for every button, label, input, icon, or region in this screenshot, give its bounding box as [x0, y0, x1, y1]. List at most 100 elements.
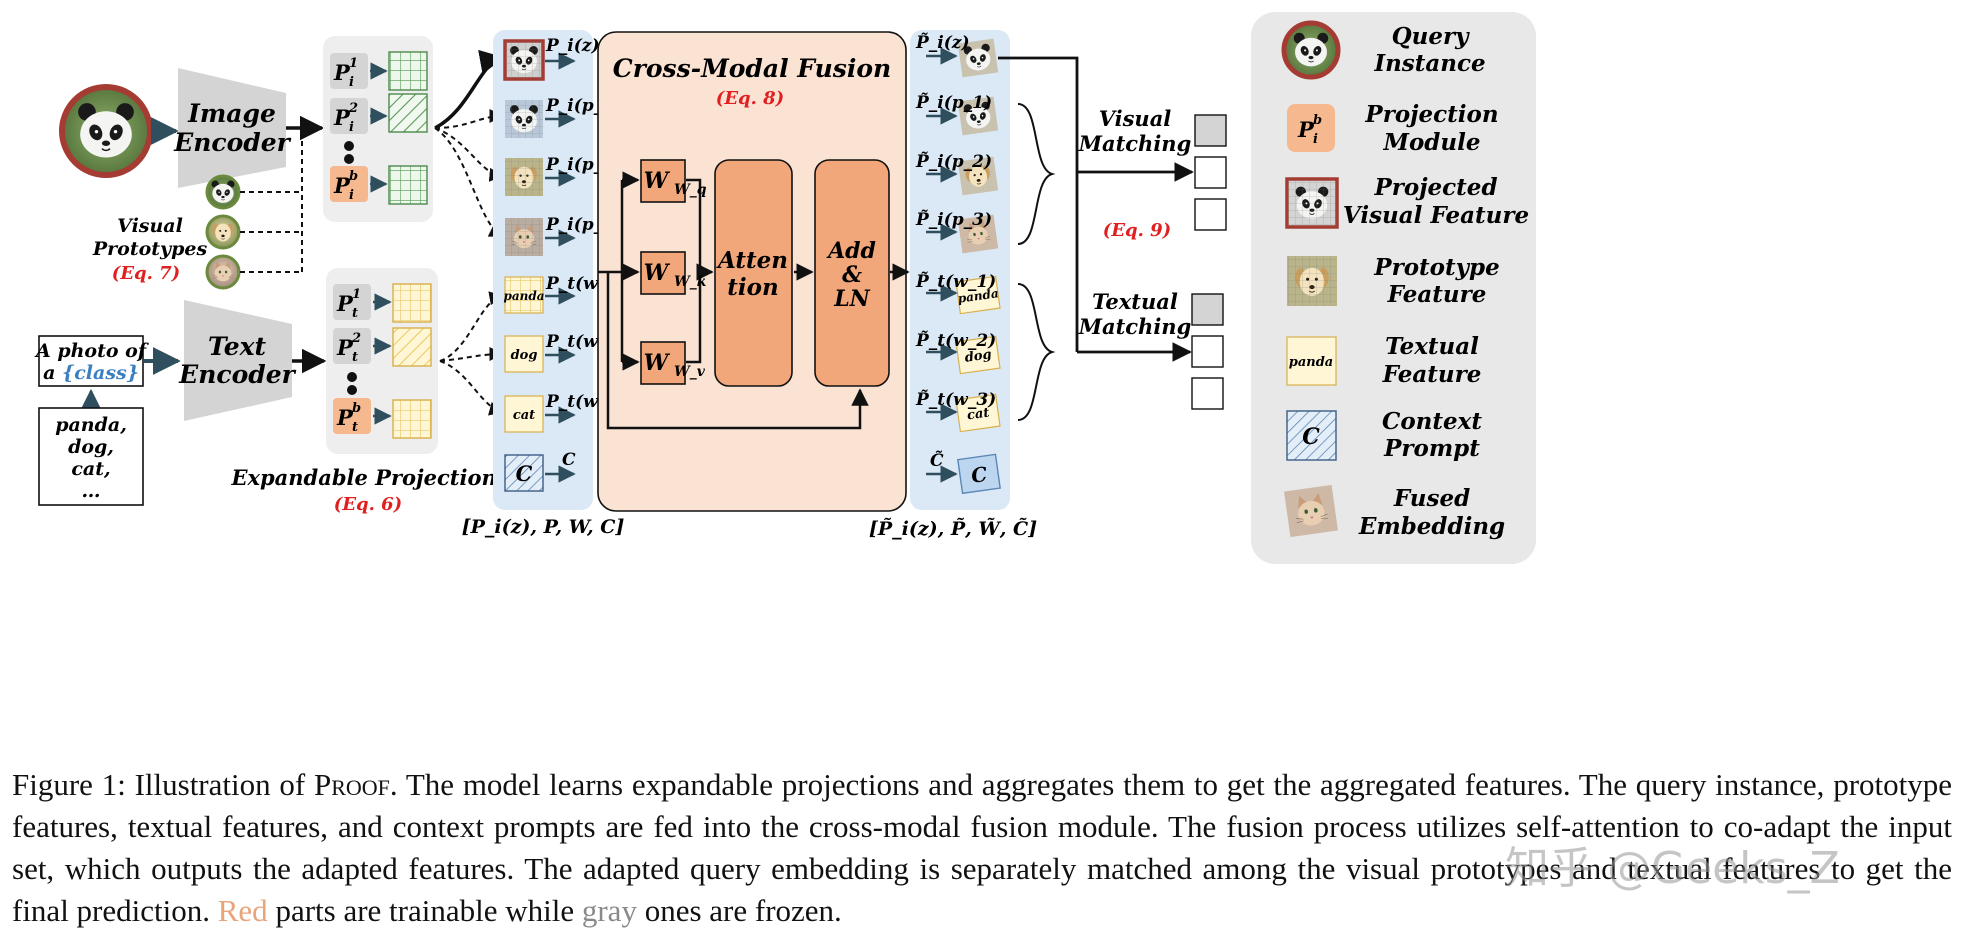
output-set-labels: P̃_i(z) P̃_i(p_1) P̃_i(p_2) P̃_i(p_3) P̃… [915, 33, 996, 471]
svg-text:C: C [1302, 424, 1320, 450]
caption-middle: parts are trainable while [267, 893, 582, 928]
output-label-3: P̃_i(p_2) [915, 152, 992, 172]
matching-lines [998, 56, 1194, 362]
proj-image-b-sub: i [349, 188, 354, 203]
svg-text:b: b [1313, 113, 1322, 128]
class-token: {class} [62, 362, 139, 384]
input-context-token: C [516, 461, 533, 486]
text-template-line-1: A photo of [34, 340, 149, 362]
input-label-8: C [562, 450, 576, 470]
input-label-1: P_i(z) [545, 36, 599, 56]
expandable-projections-label: Expandable Projections [230, 465, 508, 490]
text-projection-panel: P 1 t P 2 t P b t [326, 268, 438, 454]
matching-eq: (Eq. 9) [1103, 220, 1171, 241]
caption-suffix: ones are frozen. [636, 893, 842, 928]
proj-text-2-sub: t [352, 350, 358, 365]
output-braces [1017, 103, 1056, 421]
text-encoder: Text Encoder [178, 300, 297, 421]
input-set-panel: panda dog cat C [493, 30, 593, 510]
expandable-projections-eq: (Eq. 6) [334, 494, 402, 515]
image-encoder-label-2: Encoder [173, 128, 292, 157]
proj-image-2-sub: i [349, 120, 354, 135]
output-label-5: P̃_t(w_1) [915, 272, 996, 292]
text-encoder-label-2: Encoder [178, 360, 297, 389]
query-instance-image [59, 84, 153, 178]
proof-diagram: Image Encoder Visual Prototypes (Eq. 7) … [34, 12, 1536, 564]
projection-to-input-arrows [434, 49, 505, 416]
image-projection-panel: P 1 i P 2 i P b i [323, 36, 433, 222]
caption-gray-word: gray [581, 893, 637, 928]
proj-image-2-sup: 2 [348, 101, 358, 116]
legend-label-projection-1: Projection [1364, 101, 1498, 128]
legend-label-query-2: Instance [1373, 50, 1485, 77]
class-list-item-3: cat, [71, 458, 110, 480]
legend-projected-visual-feature-icon [1285, 177, 1339, 229]
visual-prototypes-label-2: Prototypes [92, 238, 208, 260]
svg-text:a {class}: a {class} [43, 362, 139, 384]
proj-image-1-sup: 1 [349, 56, 358, 71]
proj-text-2-sup: 2 [351, 331, 361, 346]
proj-image-2-main: P [333, 105, 351, 130]
proj-text-1-main: P [336, 291, 354, 316]
legend-fused-embedding-icon [1284, 484, 1338, 538]
visual-prototype-images [205, 174, 241, 290]
output-set-bottom-label: [P̃_i(z), P̃, W̃, C̃] [869, 517, 1037, 540]
output-text-token-1: panda [957, 286, 1000, 306]
text-template-line-2: a [43, 362, 62, 384]
svg-text:panda: panda [1289, 355, 1333, 370]
legend-textual-feature-icon: panda [1286, 336, 1337, 386]
legend-label-textual-2: Feature [1382, 361, 1482, 388]
legend-label-textual-1: Textual [1385, 333, 1479, 360]
input-set-bottom-label: [P_i(z), P, W, C] [462, 516, 625, 538]
caption-prefix: Figure 1: Illustration of [12, 767, 314, 802]
text-encoder-label-1: Text [208, 332, 267, 361]
output-set-panel: panda dog cat C [910, 30, 1010, 510]
input-text-token-2: dog [511, 348, 538, 363]
attention-label-1: Atten [716, 247, 788, 274]
output-set-arrows [926, 47, 958, 483]
proj-image-b-sup: b [349, 169, 358, 184]
legend-label-projected-1: Projected [1373, 174, 1497, 201]
svg-text:i: i [1313, 132, 1318, 147]
image-encoder: Image Encoder [173, 68, 292, 188]
fusion-title: Cross-Modal Fusion [613, 54, 891, 83]
weight-v-label: W_v [674, 364, 706, 380]
output-text-token-3: cat [966, 406, 990, 424]
legend-prototype-feature-icon [1287, 256, 1337, 306]
output-label-4: P̃_i(p_3) [915, 210, 992, 230]
proj-image-1-sub: i [349, 75, 354, 90]
class-list-item-1: panda, [55, 414, 127, 436]
output-label-7: P̃_t(w_3) [915, 390, 996, 410]
weight-k-main: W [644, 260, 671, 286]
addln-label-2: & [842, 262, 862, 288]
legend-label-fused-1: Fused [1393, 485, 1470, 512]
visual-matching-label-1: Visual [1099, 106, 1172, 131]
weight-v-main: W [644, 350, 671, 376]
image-encoder-label-1: Image [187, 99, 276, 128]
proj-text-1-sup: 1 [352, 287, 361, 302]
legend-label-fused-2: Embedding [1358, 513, 1505, 540]
class-list-item-2: dog, [68, 436, 114, 458]
visual-prototypes-eq: (Eq. 7) [112, 263, 180, 284]
input-text-token-1: panda [503, 289, 544, 303]
caption-body: . The model learns expandable projection… [12, 767, 1952, 928]
legend-label-projection-2: Module [1383, 129, 1481, 156]
output-label-1: P̃_i(z) [915, 33, 969, 53]
output-text-token-2: dog [964, 347, 993, 366]
output-context-token: C [970, 462, 989, 488]
visual-matching-label-2: Matching [1078, 131, 1192, 156]
textual-matching-label-1: Textual [1092, 289, 1178, 314]
proj-text-2-main: P [336, 335, 354, 360]
caption-method-name: Proof [313, 767, 390, 802]
caption-red-word: Red [217, 893, 268, 928]
legend-label-context-2: Prompt [1383, 435, 1480, 462]
legend-context-prompt-icon: C [1286, 410, 1337, 461]
class-list-item-4: … [82, 480, 101, 502]
legend: P b i panda C Query Instance [1251, 12, 1536, 564]
attention-label-2: tion [727, 274, 778, 301]
proj-image-b-main: P [333, 173, 351, 198]
class-list-box: panda, dog, cat, … [38, 407, 144, 506]
legend-label-prototype-1: Prototype [1373, 254, 1499, 281]
weight-q-main: W [644, 168, 671, 194]
legend-projection-module-icon: P b i [1287, 104, 1335, 152]
